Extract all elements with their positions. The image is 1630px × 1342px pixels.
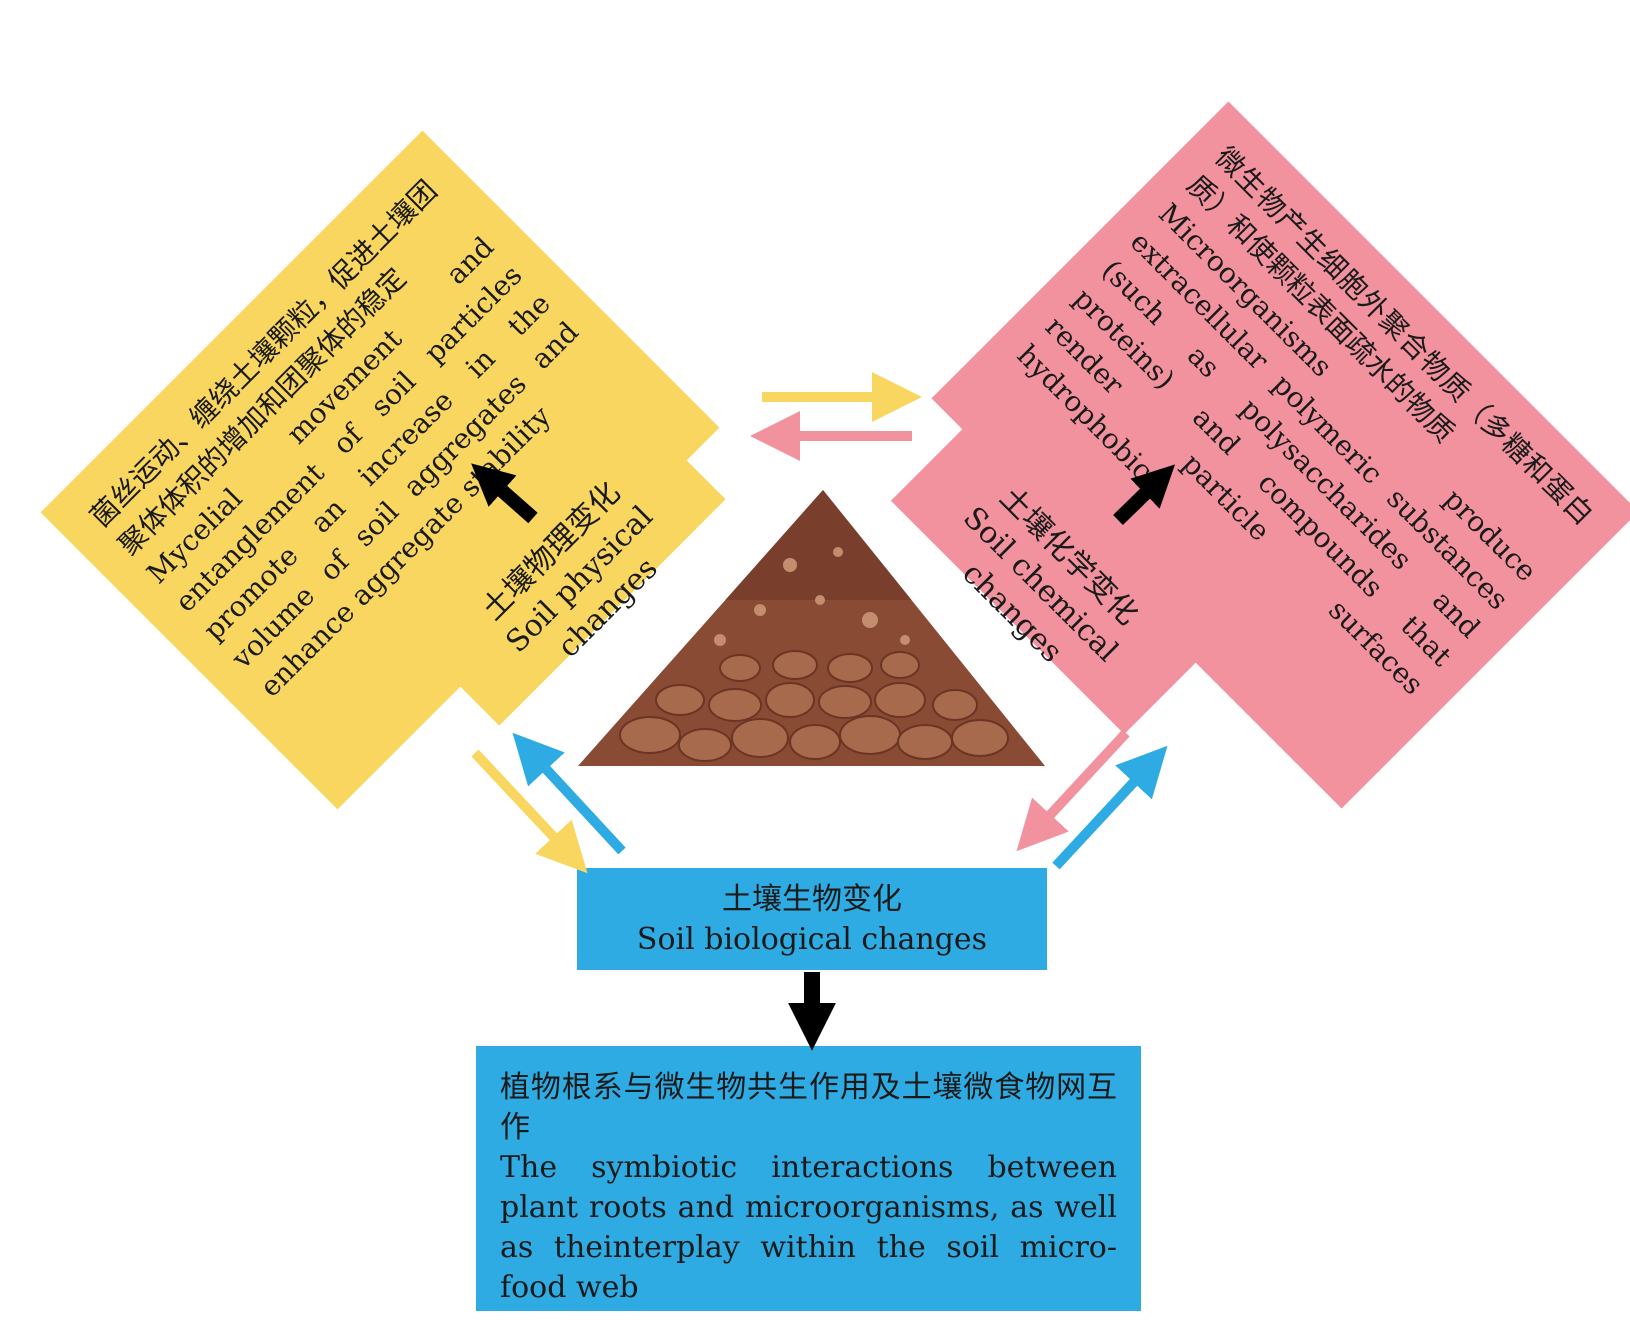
arrow-chemical-to-biological bbox=[1016, 729, 1130, 852]
arrow-chemical-node-to-detail bbox=[1113, 464, 1176, 526]
arrow-physical-node-to-detail bbox=[471, 463, 538, 524]
biological-node-zh: 土壤生物变化 bbox=[722, 882, 902, 917]
arrow-physical-to-biological bbox=[471, 749, 588, 874]
arrow-biological-to-physical bbox=[512, 732, 626, 855]
interaction-box: 植物根系与微生物共生作用及土壤微食物网互作 The symbiotic inte… bbox=[476, 1046, 1141, 1311]
arrow-biological-to-chemical bbox=[1052, 745, 1168, 870]
biological-node-en: Soil biological changes bbox=[636, 922, 988, 957]
interaction-en: The symbiotic interactions between plant… bbox=[500, 1150, 1117, 1305]
interaction-zh: 植物根系与微生物共生作用及土壤微食物网互作 bbox=[500, 1070, 1117, 1145]
soil-aggregate-image bbox=[578, 490, 1045, 766]
biological-node: 土壤生物变化 Soil biological changes bbox=[577, 868, 1047, 970]
